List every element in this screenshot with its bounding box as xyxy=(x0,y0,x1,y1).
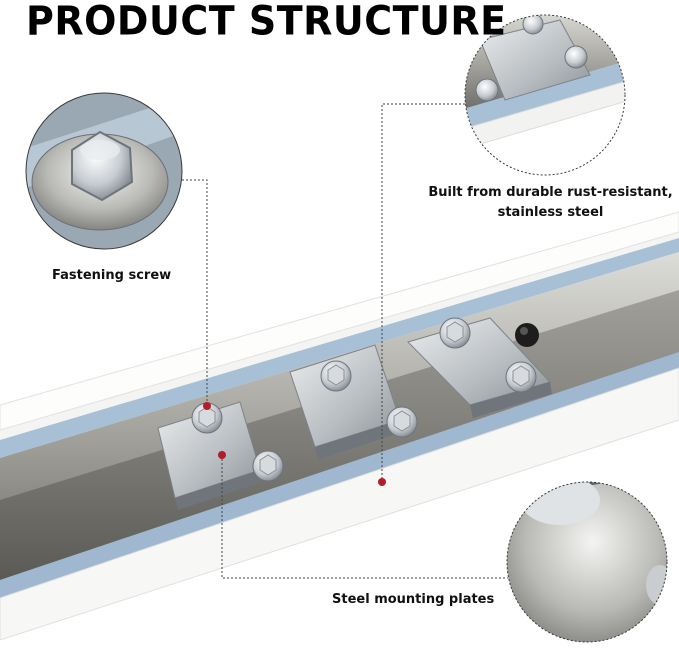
callout-fastening-screw: Fastening screw xyxy=(52,268,172,283)
mounting-plate-1 xyxy=(157,401,262,510)
rail-top-lip xyxy=(0,211,679,431)
zoom-circle-border-1 xyxy=(25,92,183,250)
bolt-5 xyxy=(439,317,471,349)
marker-steel xyxy=(378,478,386,486)
zoom-circle-border-2 xyxy=(464,14,626,176)
callout-mounting-plates: Steel mounting plates xyxy=(332,592,495,607)
leader-line-screw xyxy=(182,179,208,405)
leader-line-plates xyxy=(221,455,508,579)
page-title: PRODUCT STRUCTURE xyxy=(26,0,507,45)
marker-plates xyxy=(218,451,226,459)
bolt-4 xyxy=(386,406,418,438)
zoom-fastening-screw xyxy=(26,93,182,249)
rail-bottom-flange xyxy=(0,352,679,598)
bolt-2 xyxy=(252,450,284,482)
bolt-6 xyxy=(505,361,537,393)
callout-stainless-steel: Built from durable rust-resistant, stain… xyxy=(428,183,673,223)
black-bolt xyxy=(515,323,539,347)
bolt-3 xyxy=(320,360,352,392)
zoom-mounting-plates xyxy=(507,482,667,642)
marker-screw xyxy=(203,402,211,410)
zoom-circle-border-3 xyxy=(506,481,668,643)
zoom-stainless-steel xyxy=(465,15,625,175)
callout-steel-line2: stainless steel xyxy=(497,205,604,220)
callout-steel-line1: Built from durable rust-resistant, xyxy=(428,185,673,200)
rail-top-flange xyxy=(0,238,679,458)
rail-base xyxy=(0,367,679,641)
